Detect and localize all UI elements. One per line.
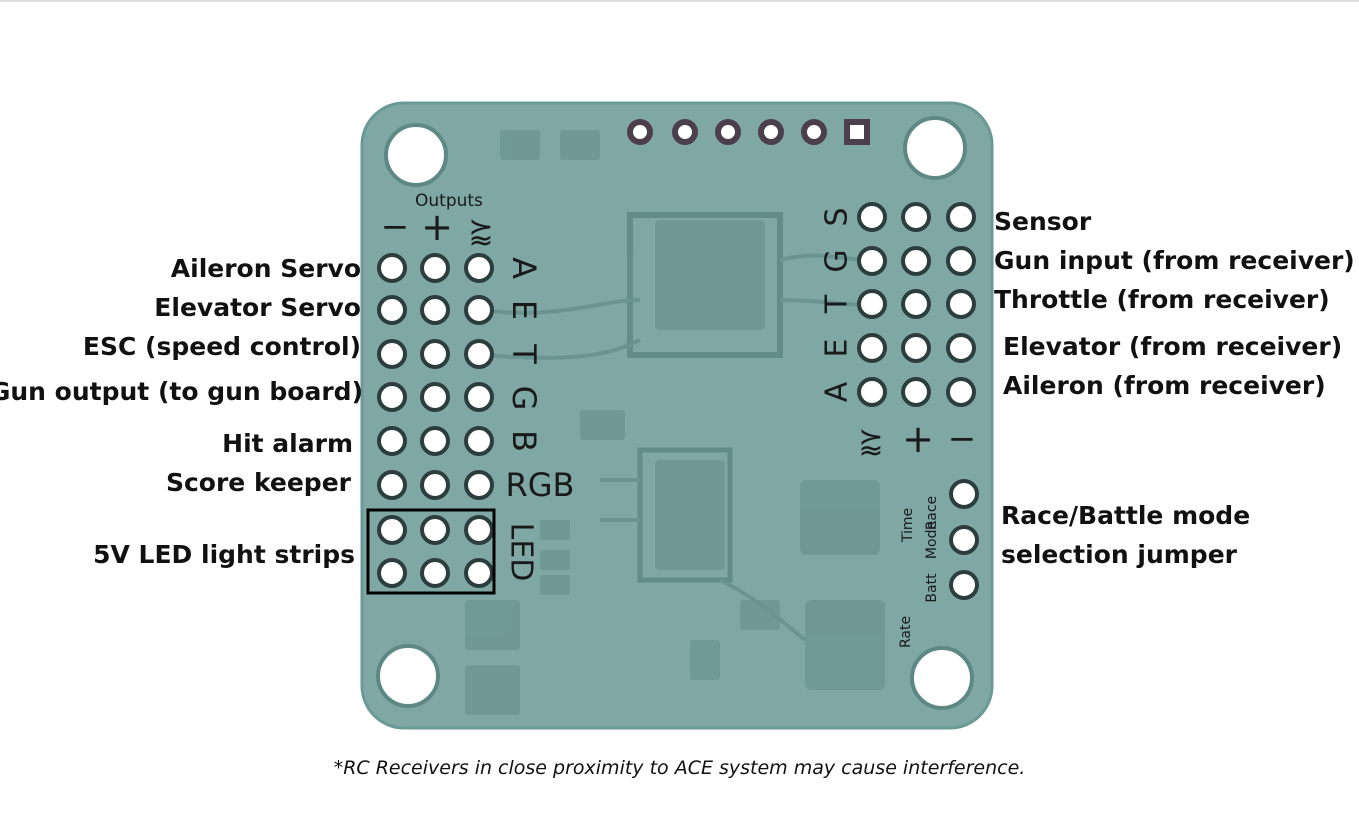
right-pad-r3-c0 [857,333,887,363]
left-pad-r4-c2 [464,426,494,456]
silk-left-letter-0: A [505,257,543,279]
right-pad-r2-c2 [946,289,976,319]
right-pad-r1-c2 [946,246,976,276]
right-pad-r4-c0 [857,377,887,407]
label-hit-alarm: Hit alarm [222,429,353,458]
silk-minus-left: − [381,207,410,247]
left-pad-r0-c2 [464,253,494,283]
silk-left-letter-3: G [505,386,543,411]
right-pad-r4-c2 [946,377,976,407]
silk-left-letter-6: LED [504,523,539,582]
label-aileron-servo: Aileron Servo [170,254,361,283]
left-pad-r2-c1 [420,339,450,369]
right-pad-r3-c2 [946,333,976,363]
silk-left-letter-4: B [505,430,543,452]
silk-mode: Mode [924,521,940,559]
left-pad-r6-c0 [377,515,407,545]
silk-left-letter-2: T [505,343,543,364]
left-pad-r1-c1 [420,295,450,325]
right-pad-r1-c0 [857,246,887,276]
right-pad-r0-c0 [857,202,887,232]
left-pad-r7-c2 [464,558,494,588]
label-led-strips: 5V LED light strips [93,540,355,569]
right-pad-r3-c1 [901,333,931,363]
label-sensor: Sensor [994,207,1092,236]
footnote: *RC Receivers in close proximity to ACE … [333,757,1026,779]
led-strip-highlight-box [366,508,496,595]
left-pad-r3-c0 [377,382,407,412]
left-pad-r7-c0 [377,558,407,588]
silk-plus-left: + [421,205,453,249]
silk-race: Race [924,496,940,530]
pcb-components [465,130,885,715]
silk-left-letter-5: RGB [506,466,575,504]
silk-right-letter-2: T [820,294,855,314]
label-aileron-input: Aileron (from receiver) [1003,371,1326,400]
label-elevator-input: Elevator (from receiver) [1003,332,1343,361]
label-esc: ESC (speed control) [82,332,361,361]
silk-minus-right: − [948,419,977,459]
left-pad-r0-c1 [420,253,450,283]
label-race-battle: Race/Battle mode [1001,501,1251,530]
silk-right-letter-3: E [820,339,855,358]
left-pad-r5-c1 [420,470,450,500]
left-pad-r7-c1 [420,558,450,588]
silk-signal-right: ⪸ [858,423,883,458]
right-pad-r2-c1 [901,289,931,319]
left-pad-r4-c0 [377,426,407,456]
top-border [0,0,1359,2]
jumper-pad-0 [949,479,979,509]
left-pad-r1-c0 [377,295,407,325]
left-pad-r4-c1 [420,426,450,456]
right-pad-r0-c2 [946,202,976,232]
left-pad-r5-c2 [464,470,494,500]
mounting-holes [376,116,974,710]
left-output-pads [377,253,494,588]
left-pad-r5-c0 [377,470,407,500]
label-gun-output: Gun output (to gun board) [0,377,363,406]
silk-signal-left: ⪸ [468,213,493,248]
label-elevator-servo: Elevator Servo [154,293,361,322]
left-pad-r6-c2 [464,515,494,545]
mode-jumper-pads [949,479,979,600]
left-pad-r2-c0 [377,339,407,369]
silk-right-letter-1: G [820,249,855,272]
left-pad-r3-c1 [420,382,450,412]
label-gun-input: Gun input (from receiver) [994,246,1355,275]
label-selection-jumper: selection jumper [1001,540,1237,569]
right-input-pads [857,202,976,407]
pcb-body [360,101,994,730]
jumper-pad-2 [949,570,979,600]
silk-right-letter-4: A [820,381,855,402]
silk-time: Time [900,508,916,543]
right-pad-r2-c0 [857,289,887,319]
right-pad-r0-c1 [901,202,931,232]
silk-plus-right: + [902,417,934,461]
silk-right-letter-0: S [820,207,855,226]
left-pad-r3-c2 [464,382,494,412]
top-header-pads [627,119,870,145]
left-pad-r6-c1 [420,515,450,545]
silk-left-letter-1: E [505,300,543,320]
label-score-keeper: Score keeper [165,468,351,497]
silk-left-letters: A E T GB RGB LED [504,257,575,581]
silk-outputs-header: Outputs [415,191,483,211]
left-pad-r1-c2 [464,295,494,325]
jumper-pad-1 [949,525,979,555]
left-pad-r0-c0 [377,253,407,283]
right-pad-r1-c1 [901,246,931,276]
silk-right-letters: S G T E A [820,207,855,402]
left-pad-r2-c2 [464,339,494,369]
right-pad-r4-c1 [901,377,931,407]
label-throttle: Throttle (from receiver) [994,285,1330,314]
silk-rate: Rate [898,616,914,648]
silk-batt: Batt [924,573,940,603]
